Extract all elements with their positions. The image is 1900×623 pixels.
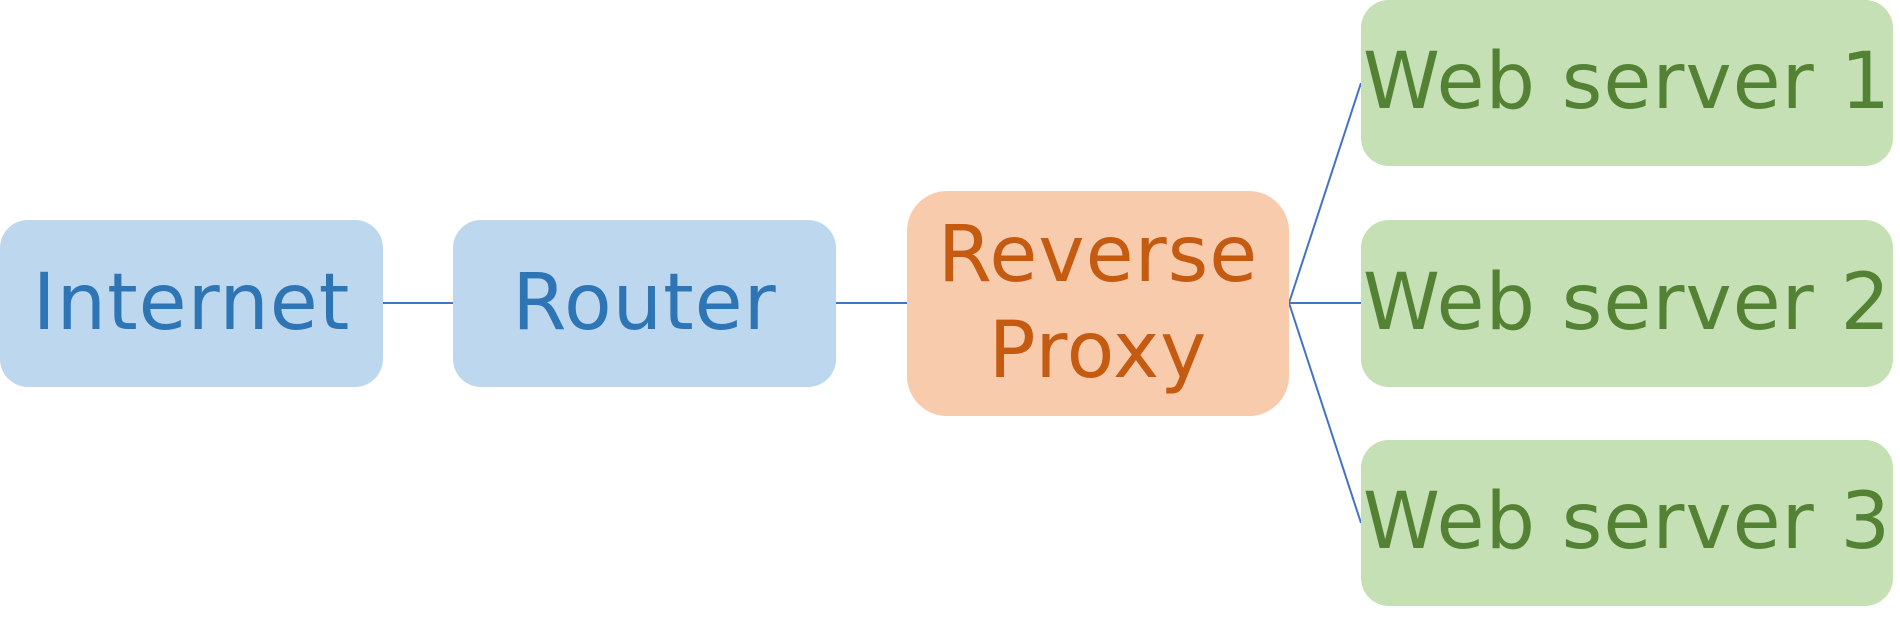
- connector-proxy-web3: [1288, 302, 1362, 524]
- connector-proxy-web1: [1288, 82, 1362, 304]
- web-server-1-node: Web server 1: [1361, 0, 1893, 166]
- internet-label: Internet: [32, 257, 351, 348]
- reverse-proxy-label: Reverse Proxy: [938, 208, 1259, 400]
- internet-node: Internet: [0, 220, 383, 387]
- web-server-3-label: Web server 3: [1362, 477, 1892, 568]
- web-server-2-node: Web server 2: [1361, 220, 1893, 387]
- web-server-1-label: Web server 1: [1362, 37, 1892, 128]
- reverse-proxy-label-line1: Reverse: [937, 209, 1259, 300]
- router-node: Router: [453, 220, 836, 387]
- web-server-3-node: Web server 3: [1361, 440, 1893, 606]
- web-server-2-label: Web server 2: [1362, 257, 1892, 348]
- reverse-proxy-node: Reverse Proxy: [907, 191, 1289, 416]
- router-label: Router: [512, 257, 777, 348]
- reverse-proxy-label-line2: Proxy: [988, 305, 1208, 396]
